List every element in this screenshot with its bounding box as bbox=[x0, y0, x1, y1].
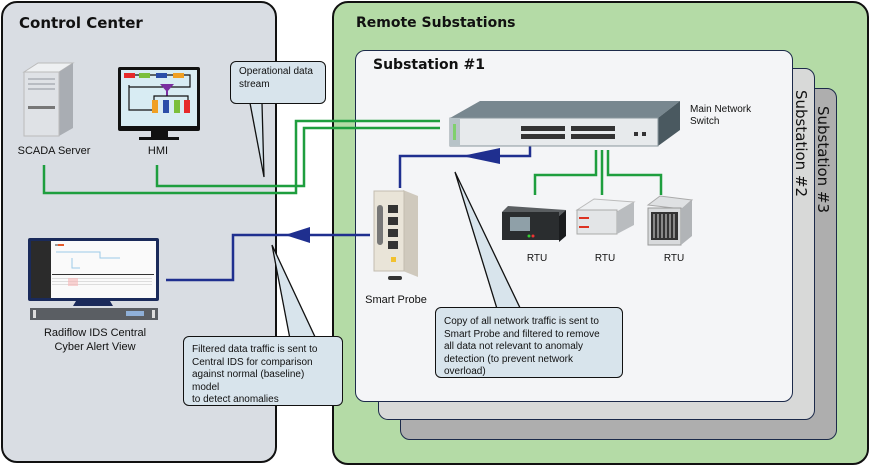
rtu-3-icon bbox=[646, 195, 694, 246]
callout-line: detection (to prevent network overload) bbox=[444, 353, 573, 378]
rtu-2-label: RTU bbox=[594, 253, 616, 264]
rtu-3-label: RTU bbox=[663, 253, 685, 264]
ids-label-line2: Cyber Alert View bbox=[54, 341, 136, 353]
smart-probe-icon bbox=[373, 190, 418, 280]
operational-data-callout: Operational data stream bbox=[230, 61, 326, 104]
scada-server-label: SCADA Server bbox=[17, 145, 91, 157]
rtu1-link-line bbox=[533, 150, 598, 195]
rtu-1-icon bbox=[502, 206, 566, 242]
callout-line: against normal (baseline) model bbox=[192, 369, 305, 393]
ids-console-icon bbox=[28, 238, 159, 320]
callout-line: to detect anomalies bbox=[192, 394, 279, 405]
ids-label-line1: Radiflow IDS Central bbox=[43, 327, 147, 339]
rtu-1-label: RTU bbox=[526, 253, 548, 264]
operational-links bbox=[42, 119, 663, 195]
callout-line: Smart Probe and filtered to remove bbox=[444, 328, 600, 340]
callout-line: Central IDS for comparison bbox=[192, 356, 313, 368]
callout-line: all data not relevant to anomaly bbox=[444, 341, 583, 352]
callout-line: Copy of all network traffic is sent to bbox=[444, 316, 599, 327]
control-center-title: Control Center bbox=[19, 14, 143, 32]
mirror-link-line bbox=[398, 146, 532, 188]
main-network-switch-icon bbox=[449, 101, 680, 147]
mirror-arrow-icon bbox=[462, 148, 500, 164]
callout-line: stream bbox=[239, 78, 270, 90]
smart-probe-label: Smart Probe bbox=[365, 294, 427, 306]
rtu-2-icon bbox=[575, 198, 636, 235]
main-switch-label-line2: Switch bbox=[690, 116, 720, 127]
substation-3-title: Substation #3 bbox=[814, 106, 832, 214]
hmi-label: HMI bbox=[147, 145, 169, 157]
copy-traffic-callout: Copy of all network traffic is sent to S… bbox=[435, 307, 623, 378]
operational-callout-tail bbox=[249, 102, 265, 178]
filtered-callout-tail bbox=[271, 244, 318, 340]
ids-arrow-icon bbox=[285, 227, 310, 243]
substation-2-title: Substation #2 bbox=[792, 90, 810, 198]
ids-link-line bbox=[166, 233, 370, 282]
remote-substations-title: Remote Substations bbox=[356, 15, 516, 31]
scada-link-line bbox=[42, 119, 440, 195]
callout-line: Filtered data traffic is sent to bbox=[192, 344, 318, 355]
scada-server-icon bbox=[22, 62, 75, 137]
main-switch-label-line1: Main Network bbox=[690, 104, 752, 115]
hmi-monitor-icon bbox=[118, 67, 200, 140]
rtu3-link-line bbox=[606, 150, 663, 195]
main-switch-label: Main Network Switch bbox=[690, 104, 751, 128]
callout-line: Operational data bbox=[239, 66, 313, 77]
substation-1-title: Substation #1 bbox=[373, 57, 485, 73]
filtered-traffic-callout: Filtered data traffic is sent to Central… bbox=[183, 336, 343, 406]
copy-callout-tail bbox=[454, 171, 524, 313]
hmi-link-line bbox=[155, 126, 440, 188]
